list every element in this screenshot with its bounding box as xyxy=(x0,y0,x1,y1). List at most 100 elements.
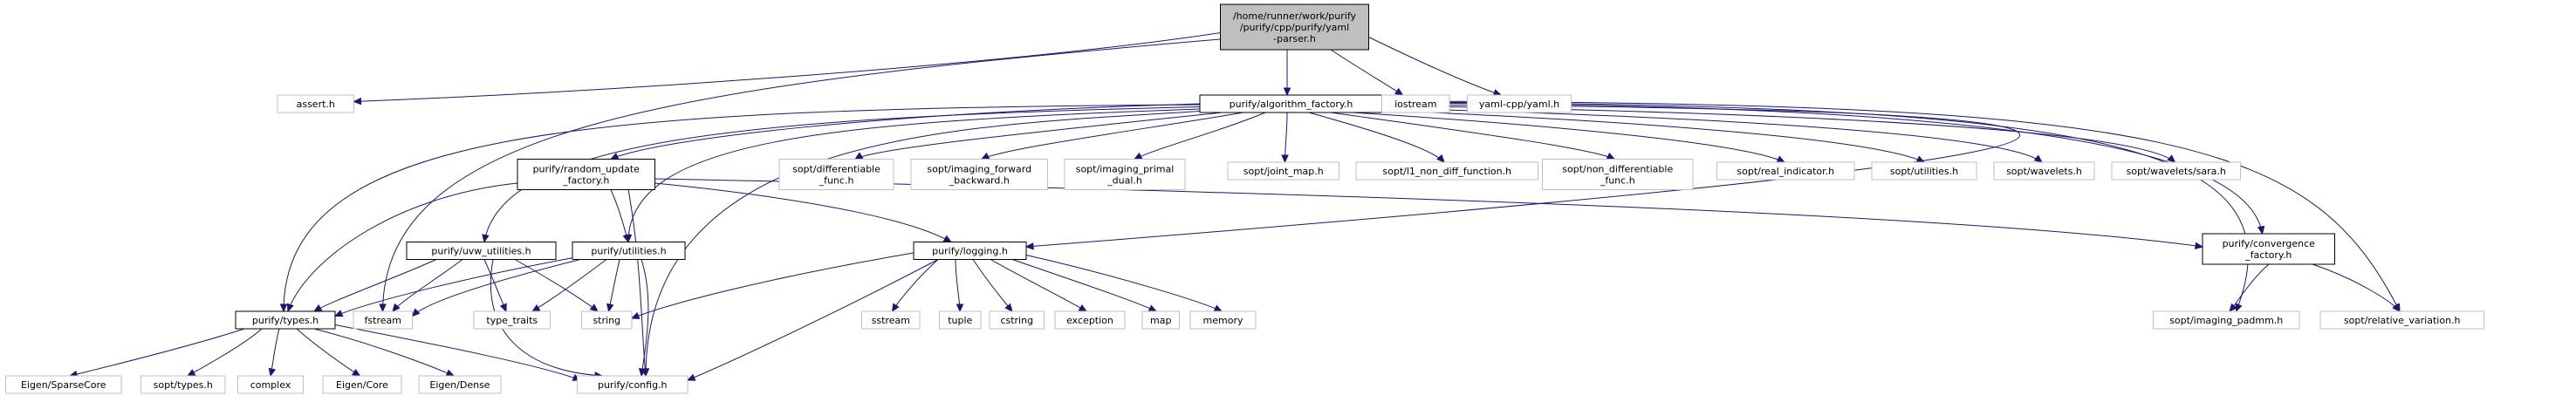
node-random-update-factory[interactable]: purify/random_update_factory.h xyxy=(517,159,655,190)
node-l1-non-diff-function[interactable]: sopt/l1_non_diff_function.h xyxy=(1355,161,1538,181)
node-box xyxy=(2111,161,2241,181)
edge-algorithm_factory-to-joint_map xyxy=(1281,112,1289,164)
node-assert[interactable]: assert.h xyxy=(277,94,354,113)
arrowhead xyxy=(686,373,696,381)
node-cstring[interactable]: cstring xyxy=(989,310,1045,330)
node-box xyxy=(577,375,689,394)
node-sstream[interactable]: sstream xyxy=(861,310,921,330)
node-label: sopt/imaging_padmm.h xyxy=(2169,315,2283,326)
node-purify-utilities[interactable]: purify/utilities.h xyxy=(572,242,686,260)
node-config[interactable]: purify/config.h xyxy=(577,375,689,394)
edge-line xyxy=(382,38,1221,312)
node-box xyxy=(1054,310,1126,330)
node-sara[interactable]: sopt/wavelets/sara.h xyxy=(2111,161,2241,181)
node-fstream[interactable]: fstream xyxy=(353,310,413,330)
edge-line xyxy=(627,108,1201,242)
edge-convergence_factory-to-relative_variation xyxy=(2312,263,2401,312)
node-box xyxy=(1542,159,1694,190)
node-box xyxy=(1189,310,1257,330)
node-label: purify/types.h xyxy=(252,315,319,326)
node-label: Eigen/SparseCore xyxy=(21,379,106,391)
node-string[interactable]: string xyxy=(581,310,633,330)
node-box xyxy=(322,375,402,394)
edge-line xyxy=(1381,101,2249,312)
node-non-differentiable-func[interactable]: sopt/non_differentiable_func.h xyxy=(1542,159,1694,190)
node-label: sopt/wavelets.h xyxy=(2006,166,2082,177)
node-box xyxy=(778,159,894,190)
node-wavelets[interactable]: sopt/wavelets.h xyxy=(1993,161,2095,181)
node-eigen-core[interactable]: Eigen/Core xyxy=(322,375,402,394)
node-tuple[interactable]: tuple xyxy=(939,310,982,330)
edge-line xyxy=(283,104,1201,312)
node-root[interactable]: /home/runner/work/purify/purify/cpp/puri… xyxy=(1220,3,1369,51)
node-real-indicator[interactable]: sopt/real_indicator.h xyxy=(1716,161,1855,181)
node-label: sopt/joint_map.h xyxy=(1243,166,1324,177)
edge-types-to-config xyxy=(334,324,582,381)
arrowhead xyxy=(2194,242,2204,250)
node-relative-variation[interactable]: sopt/relative_variation.h xyxy=(2319,310,2484,330)
node-imaging-primal-dual[interactable]: sopt/imaging_primal_dual.h xyxy=(1064,159,1186,190)
node-logging[interactable]: purify/logging.h xyxy=(913,242,1027,260)
node-sopt-utilities[interactable]: sopt/utilities.h xyxy=(1871,161,1977,181)
edge-types-to-sopt_types xyxy=(186,328,263,377)
node-iostream[interactable]: iostream xyxy=(1381,94,1450,113)
node-label: _func.h xyxy=(1600,175,1635,187)
arrowhead xyxy=(286,303,294,313)
node-imaging-padmm[interactable]: sopt/imaging_padmm.h xyxy=(2153,310,2300,330)
edge-line xyxy=(334,256,577,317)
node-algorithm-factory[interactable]: purify/algorithm_factory.h xyxy=(1199,94,1383,113)
node-differentiable-func[interactable]: sopt/differentiable_func.h xyxy=(778,159,894,190)
edge-logging-to-string xyxy=(630,252,915,319)
edge-line xyxy=(631,252,915,319)
node-exception[interactable]: exception xyxy=(1054,310,1126,330)
node-complex[interactable]: complex xyxy=(237,375,304,394)
node-memory[interactable]: memory xyxy=(1189,310,1257,330)
edge-algorithm_factory-to-relative_variation xyxy=(1381,100,2401,313)
edge-line xyxy=(1368,37,1502,96)
edge-line xyxy=(608,259,620,312)
edge-types-to-complex xyxy=(268,328,280,378)
node-box xyxy=(1141,310,1180,330)
arrowhead xyxy=(606,303,614,313)
node-label: sopt/imaging_primal xyxy=(1076,164,1175,175)
node-eigen-dense[interactable]: Eigen/Dense xyxy=(418,375,502,394)
edge-algorithm_factory-to-differentiable_func xyxy=(853,112,1223,160)
edge-algorithm_factory-to-wavelets xyxy=(1381,107,2043,163)
arrowhead xyxy=(482,234,490,243)
node-yaml[interactable]: yaml-cpp/yaml.h xyxy=(1467,94,1572,113)
node-label: purify/random_update xyxy=(533,164,641,175)
edge-line xyxy=(483,259,507,312)
node-joint-map[interactable]: sopt/joint_map.h xyxy=(1227,161,1339,181)
node-type-traits[interactable]: type_traits xyxy=(473,310,551,330)
edge-purify_utilities-to-type_traits xyxy=(531,259,607,312)
arrowhead xyxy=(392,303,401,312)
node-label: assert.h xyxy=(297,99,335,110)
node-box xyxy=(235,310,336,330)
arrowhead xyxy=(2392,303,2401,312)
node-box xyxy=(1227,161,1339,181)
edge-purify_utilities-to-fstream xyxy=(411,259,581,317)
edge-purify_utilities-to-string xyxy=(606,259,620,313)
node-box xyxy=(5,375,122,394)
edge-line xyxy=(313,259,437,312)
edge-uvw_utilities-to-types xyxy=(312,259,437,312)
node-map[interactable]: map xyxy=(1141,310,1180,330)
edge-logging-to-cstring xyxy=(972,259,1013,312)
node-label: purify/config.h xyxy=(598,379,668,391)
arrowhead xyxy=(353,97,362,106)
arrowhead xyxy=(411,308,421,317)
node-imaging-forward-backward[interactable]: sopt/imaging_forward_backward.h xyxy=(910,159,1048,190)
node-label: yaml-cpp/yaml.h xyxy=(1479,99,1559,110)
node-sopt-types[interactable]: sopt/types.h xyxy=(140,375,226,394)
node-uvw-utilities[interactable]: purify/uvw_utilities.h xyxy=(406,242,557,260)
arrowhead xyxy=(352,368,361,377)
node-convergence-factory[interactable]: purify/convergence_factory.h xyxy=(2202,233,2335,265)
edge-line xyxy=(854,112,1223,160)
edge-line xyxy=(287,182,518,312)
node-label: -parser.h xyxy=(1273,33,1316,44)
node-label: Eigen/Dense xyxy=(429,379,490,391)
edge-algorithm_factory-to-convergence_factory xyxy=(1381,102,2265,235)
node-box xyxy=(1355,161,1538,181)
node-sparsecore[interactable]: Eigen/SparseCore xyxy=(5,375,122,394)
node-types[interactable]: purify/types.h xyxy=(235,310,336,330)
